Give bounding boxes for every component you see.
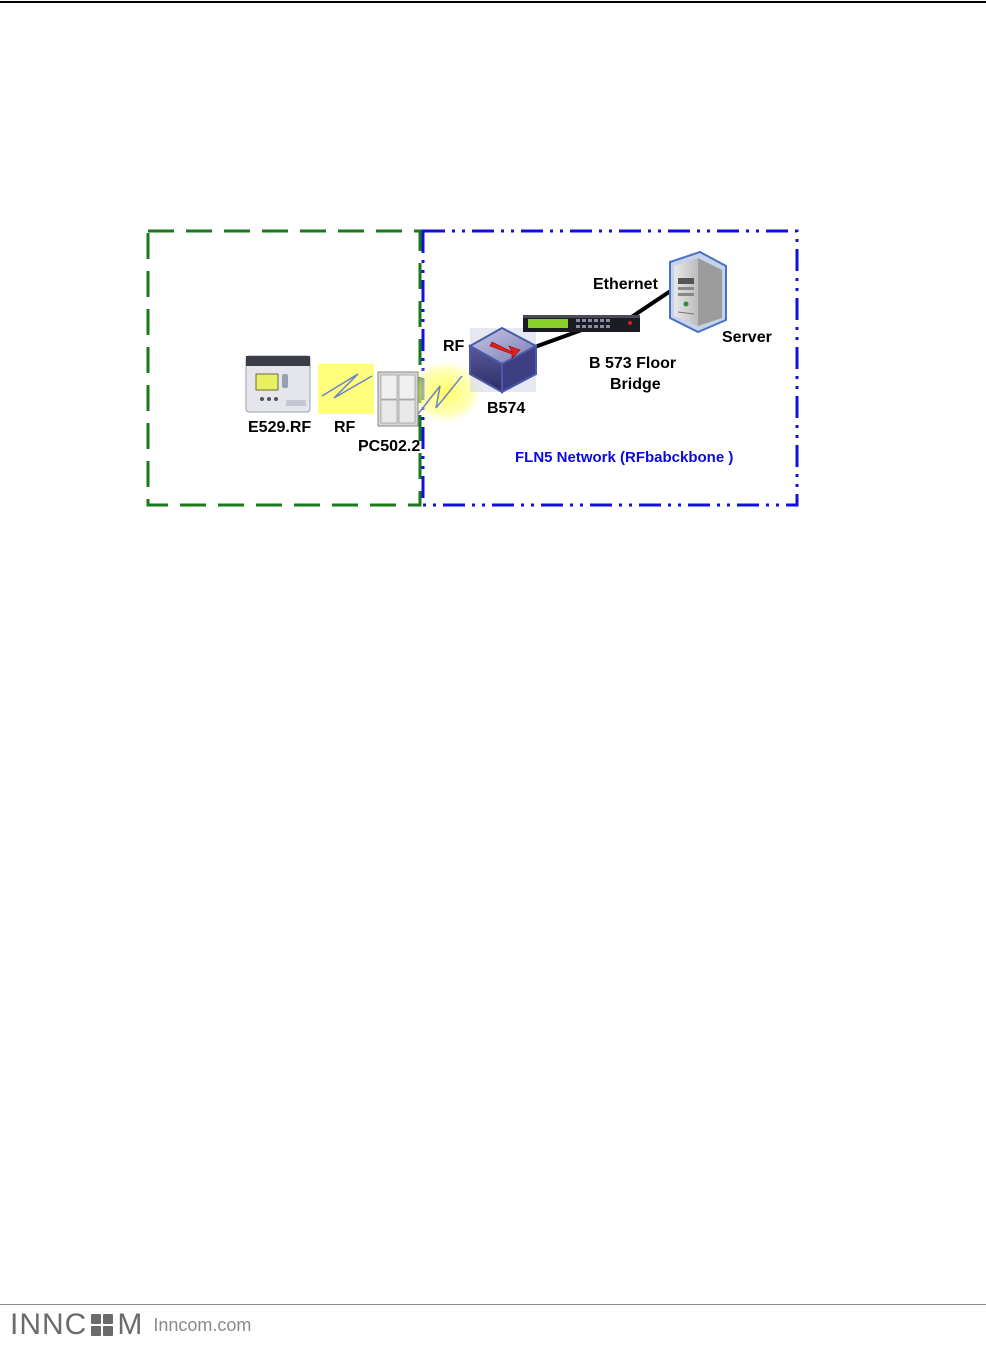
- server-label: Server: [722, 329, 772, 346]
- b574-label: B574: [487, 400, 525, 417]
- footer-rule: [0, 1304, 986, 1305]
- rf-glow-room: [318, 364, 374, 414]
- ethernet-label: Ethernet: [593, 276, 659, 293]
- e529-label: E529.RF: [248, 419, 311, 436]
- server-tower-icon: [670, 252, 726, 332]
- rf-gateway-cube-icon: [470, 328, 536, 392]
- light-switch-icon: [378, 372, 418, 426]
- thermostat-icon: [246, 356, 310, 412]
- pc502-label: PC502.2: [358, 438, 420, 455]
- website-link[interactable]: Inncom.com: [153, 1315, 251, 1336]
- rf-room-label: RF: [334, 419, 356, 436]
- network-label: FLN5 Network (RFbabckbone ): [515, 449, 733, 466]
- rf-gateway-label: RF: [443, 338, 465, 355]
- logo-text-left: INNC: [10, 1310, 87, 1340]
- logo-mark-icon: [91, 1314, 113, 1336]
- floor-bridge-switch-icon: [523, 315, 640, 332]
- footer: INNC M Inncom.com: [10, 1309, 251, 1341]
- logo-text-right: M: [117, 1310, 143, 1340]
- inncom-logo: INNC M: [10, 1310, 143, 1340]
- network-diagram: Ethernet Server RF B 573 Floor Bridge B5…: [0, 0, 986, 560]
- cable-ethernet: [630, 290, 672, 318]
- b573-label-line2: Bridge: [610, 376, 661, 393]
- b573-label-line1: B 573 Floor: [589, 355, 676, 372]
